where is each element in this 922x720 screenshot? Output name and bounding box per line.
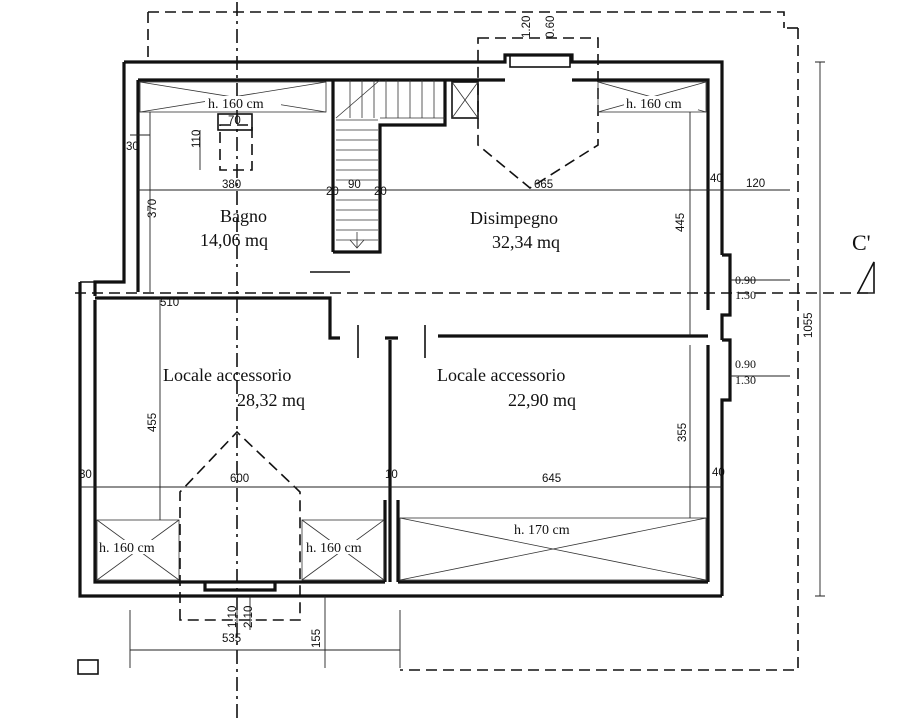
low-height-zones	[96, 81, 707, 581]
dim-155: 155	[311, 629, 323, 648]
dim-40-top: 40	[710, 173, 723, 185]
dim-445: 445	[675, 213, 687, 232]
roof-outline	[147, 11, 799, 671]
dim-chimney-060: 0.60	[545, 16, 557, 38]
room-area-locale-left: 28,32 mq	[237, 390, 305, 410]
section-marker	[856, 261, 875, 294]
dim-510: 510	[160, 297, 179, 309]
dimension-lines	[80, 61, 825, 668]
dim-20b: 20	[374, 186, 387, 198]
dim-30-bottom: 30	[79, 469, 92, 481]
dim-10: 10	[385, 469, 398, 481]
room-name-disimpegno: Disimpegno	[470, 208, 558, 228]
dim-20a: 20	[326, 186, 339, 198]
dim-win2-130: 1.30	[735, 373, 756, 387]
dim-1055: 1055	[803, 312, 815, 338]
dim-535: 535	[222, 633, 241, 645]
dim-win2-090: 0.90	[735, 357, 756, 371]
dim-110-bottom: 1.10	[227, 606, 239, 628]
fixture-box	[217, 113, 253, 131]
room-name-locale-left: Locale accessorio	[163, 365, 291, 385]
dim-120: 120	[746, 178, 765, 190]
dim-210-bottom: 2.10	[243, 606, 255, 628]
dim-90: 90	[348, 179, 361, 191]
dim-380: 380	[222, 179, 241, 191]
fixture-outline	[219, 124, 253, 171]
dim-40-bottom: 40	[712, 467, 725, 479]
dim-355: 355	[677, 423, 689, 442]
dim-win1-130: 1.30	[735, 288, 756, 302]
dim-370: 370	[147, 199, 159, 218]
height-label-bottom-left-b: h. 160 cm	[306, 541, 362, 556]
room-name-locale-right: Locale accessorio	[437, 365, 565, 385]
dim-70: 70	[228, 115, 241, 127]
dim-30-top: 30	[126, 141, 139, 153]
room-area-disimpegno: 32,34 mq	[492, 232, 560, 252]
dim-chimney-120: 1.20	[521, 16, 533, 38]
interior-walls	[95, 271, 708, 582]
dim-win1-090: 0.90	[735, 273, 756, 287]
section-label: C'	[852, 230, 871, 255]
height-label-bottom-left-a: h. 160 cm	[99, 541, 155, 556]
dim-665: 665	[534, 179, 553, 191]
room-name-bagno: Bagno	[220, 206, 267, 226]
staircase	[331, 79, 479, 254]
dim-110: 110	[191, 130, 203, 148]
room-area-locale-right: 22,90 mq	[508, 390, 576, 410]
chimney-top	[477, 37, 599, 189]
exterior-walls	[78, 53, 732, 598]
height-label-bottom-right: h. 170 cm	[514, 523, 570, 538]
chimney-bottom	[179, 430, 301, 621]
height-label-top-left: h. 160 cm	[208, 97, 264, 112]
marker-box	[77, 659, 99, 675]
room-area-bagno: 14,06 mq	[200, 230, 268, 250]
dim-455: 455	[147, 413, 159, 432]
dim-645: 645	[542, 473, 561, 485]
height-label-top-right: h. 160 cm	[626, 97, 682, 112]
dim-600: 600	[230, 473, 249, 485]
